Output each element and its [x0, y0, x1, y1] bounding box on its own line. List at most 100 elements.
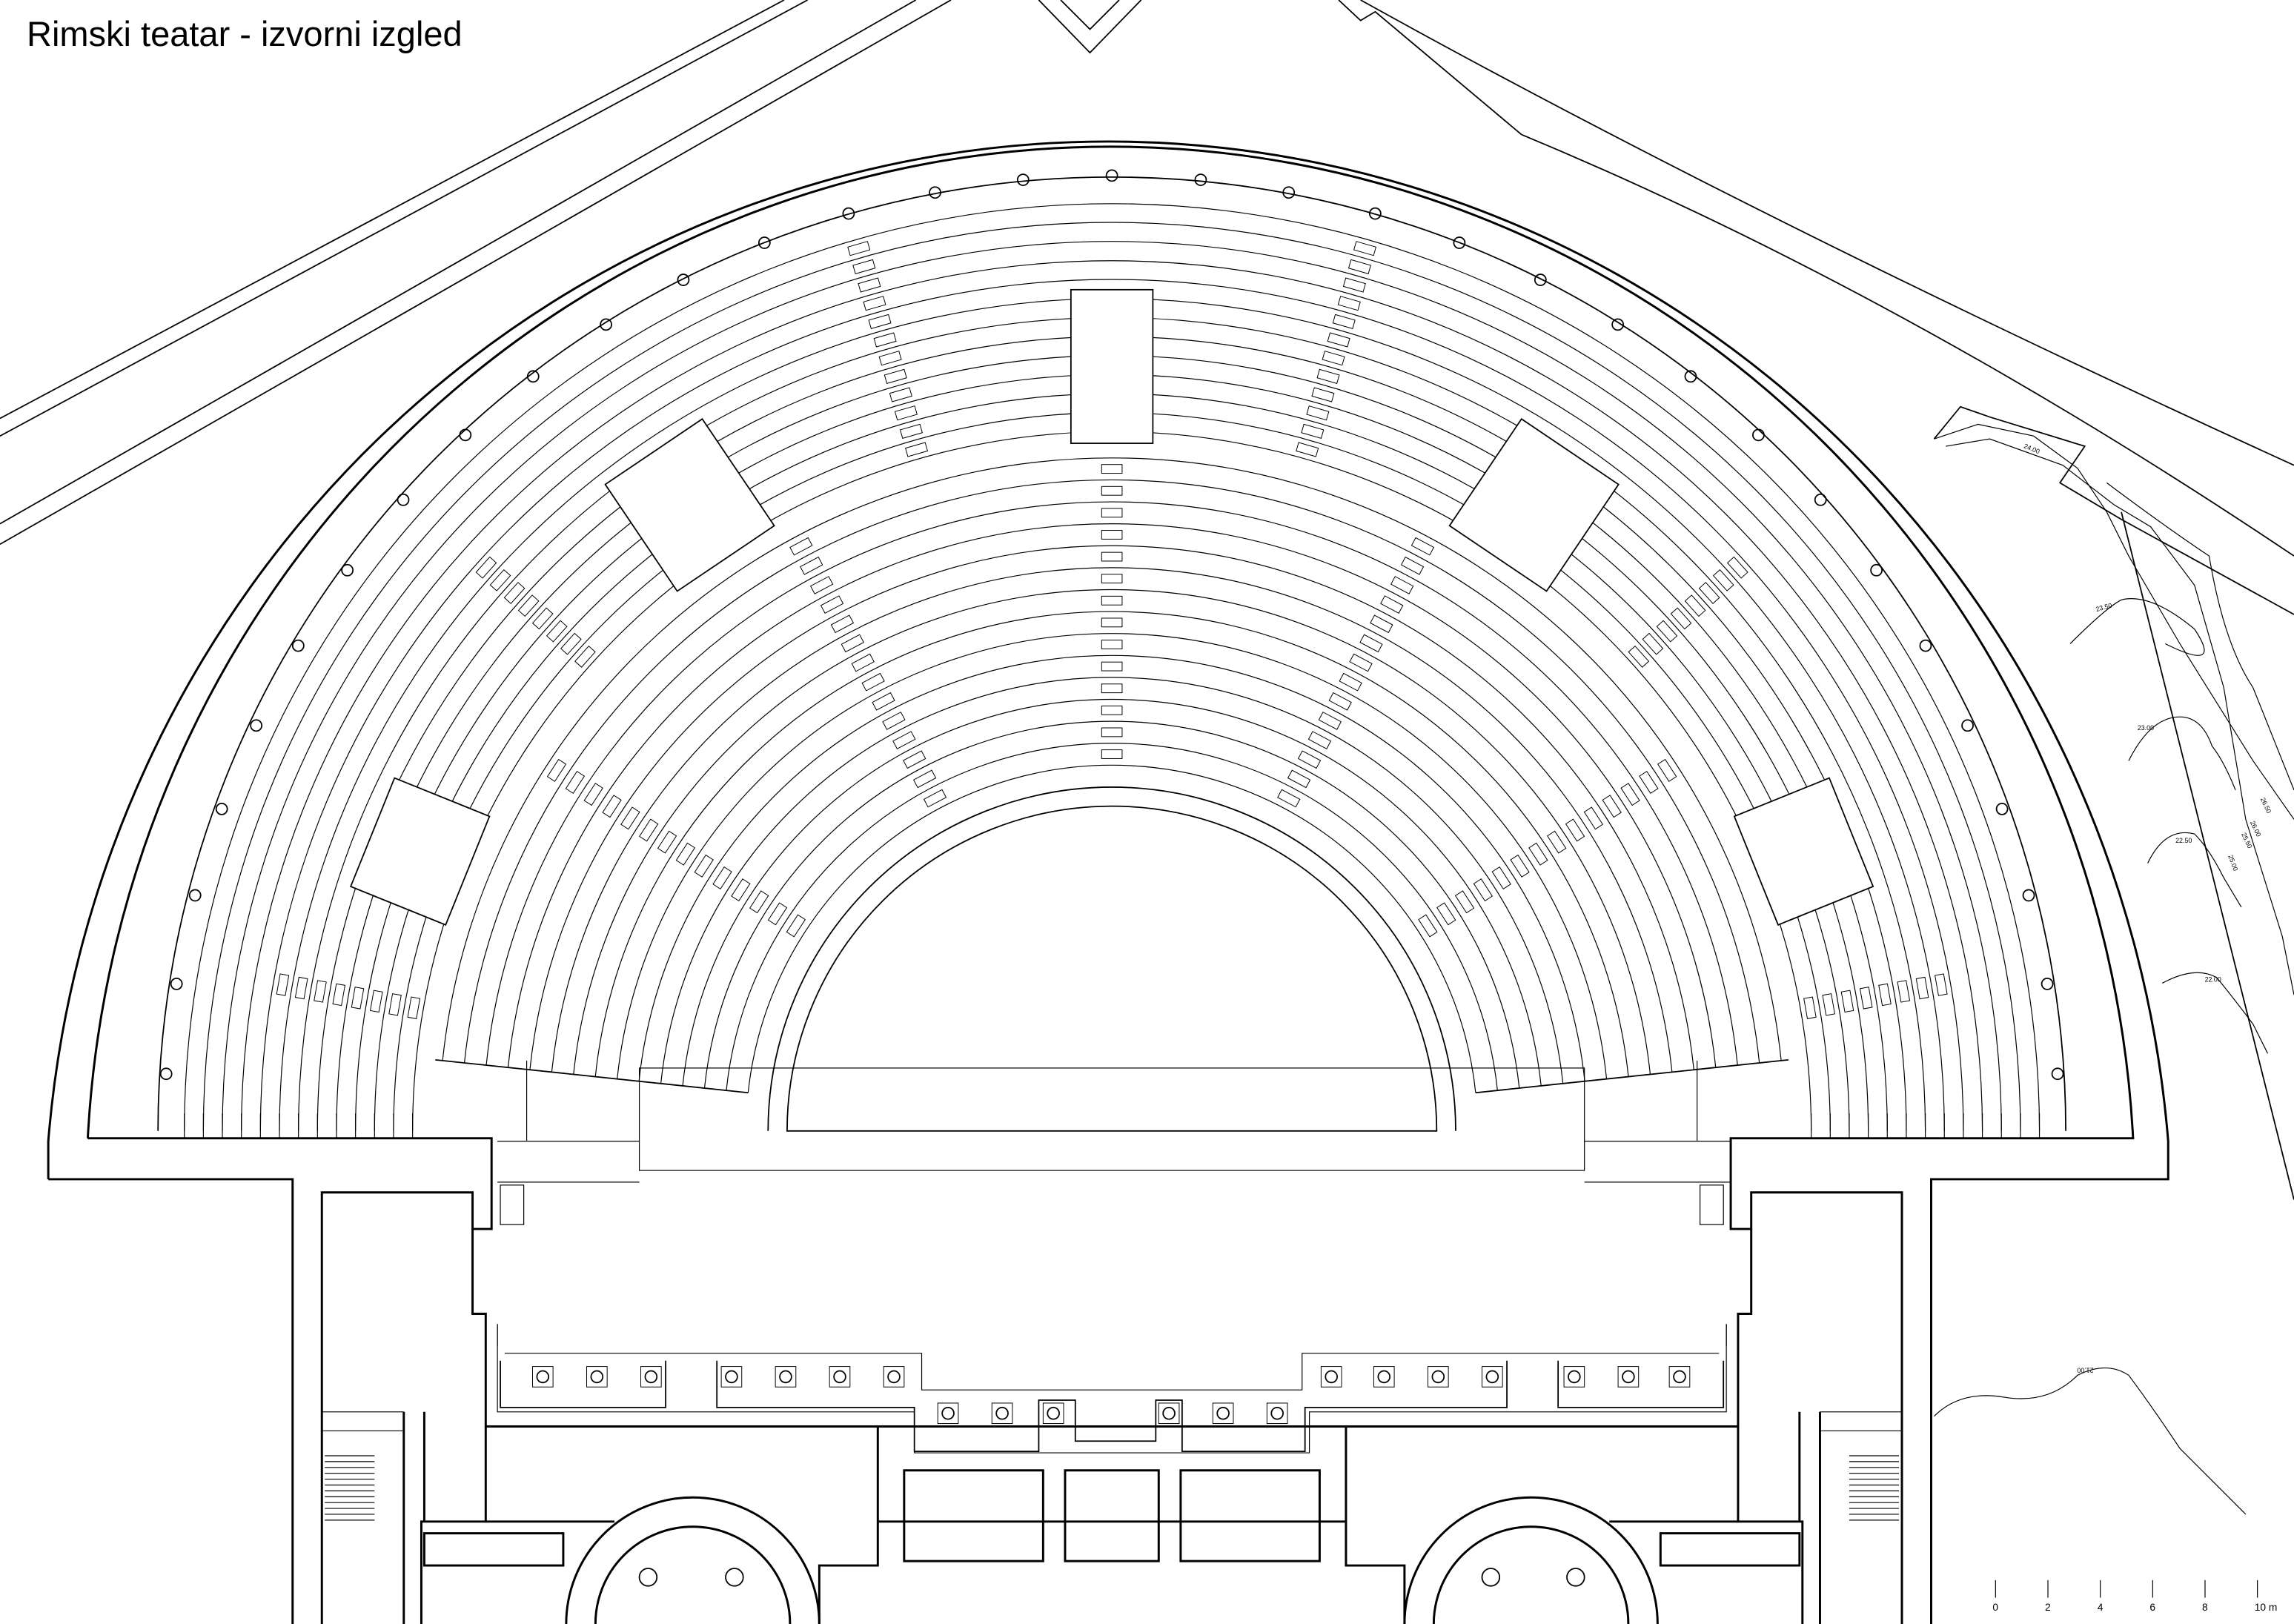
stair-step	[1347, 259, 1371, 274]
column-circle	[2041, 978, 2054, 990]
vomitorium	[1448, 418, 1620, 592]
stair-step-block	[1370, 614, 1393, 634]
stair-step-block	[712, 866, 732, 889]
column	[1622, 1370, 1635, 1384]
column-circle	[170, 978, 183, 990]
stair-step	[1301, 423, 1325, 439]
stair-step	[1101, 595, 1123, 606]
stair-step	[560, 632, 582, 655]
stair-step	[1322, 351, 1345, 366]
stair-step-block	[1583, 806, 1604, 830]
stair-step	[731, 878, 751, 902]
stair-step	[861, 672, 885, 692]
column-base	[775, 1366, 797, 1388]
stair-step-block	[1307, 731, 1332, 749]
stair-step	[863, 296, 886, 311]
stair-step-block	[1359, 634, 1383, 653]
stair-step	[675, 842, 696, 866]
terrain-contours: 24.00 23.50 23.00 22.50 22.00 25.00 25.5…	[1933, 405, 2294, 1515]
outer-wall	[47, 140, 2169, 1624]
contour-label: 22.00	[2205, 975, 2221, 983]
stair-step-block	[1602, 795, 1622, 818]
scale-label: 6	[2149, 1601, 2155, 1613]
stair-step	[332, 983, 346, 1007]
stair-step-block	[731, 878, 751, 902]
stair-step	[1400, 556, 1425, 575]
column	[590, 1370, 604, 1384]
stair-step-block	[1528, 842, 1548, 866]
stair-step-block	[1639, 770, 1659, 794]
stair-step	[1339, 672, 1362, 692]
stage-pulpitum	[638, 1067, 1585, 1171]
column-circle	[526, 370, 540, 383]
stair-step	[1657, 758, 1677, 782]
stair-step-block	[276, 973, 290, 996]
contour-label: 25.50	[2240, 832, 2253, 849]
seat-row-lower	[463, 479, 1760, 1064]
stair-step-block	[1101, 705, 1123, 715]
stair-step	[503, 582, 526, 604]
column-circle	[1684, 370, 1697, 383]
column-circle	[1534, 274, 1547, 286]
stair-step-block	[903, 750, 926, 769]
stair-step	[905, 442, 929, 457]
stair-step-block	[517, 594, 540, 617]
stair-step	[1473, 878, 1494, 902]
stair-step-block	[767, 902, 788, 926]
stair-step-block	[1712, 569, 1734, 591]
stair-step	[1311, 387, 1335, 402]
column	[1431, 1370, 1445, 1384]
stair-step	[1822, 993, 1836, 1016]
stair-step	[639, 818, 659, 842]
column-base	[640, 1366, 662, 1388]
column-circle	[459, 428, 472, 442]
stair-step-block	[892, 731, 916, 749]
stair-step-block	[407, 996, 421, 1019]
stair-step	[1277, 789, 1301, 808]
seat-row-upper	[259, 279, 1964, 1131]
contour-label: 22.50	[2175, 837, 2192, 844]
stair-step-block	[1390, 576, 1414, 594]
stair-step-block	[1454, 890, 1475, 914]
stair-step	[1337, 296, 1361, 311]
stair-step	[1935, 973, 1948, 996]
vomitorium	[349, 777, 491, 926]
stair-step	[841, 634, 864, 653]
column-base	[1320, 1366, 1342, 1388]
stair-step	[809, 576, 834, 594]
stair-step-block	[1935, 973, 1948, 996]
stair-step-block	[851, 653, 875, 672]
stair-step	[847, 241, 871, 256]
stair-step	[1101, 551, 1123, 562]
stair-step	[407, 996, 421, 1019]
column	[1566, 1568, 1585, 1587]
stair-step	[1602, 795, 1622, 818]
stair-step	[1840, 990, 1854, 1013]
stair-step	[546, 758, 567, 782]
stair-step	[1642, 632, 1664, 655]
column	[1162, 1406, 1176, 1420]
column-circle	[2051, 1067, 2064, 1081]
stair-step	[565, 770, 586, 794]
stair-step-block	[1316, 368, 1340, 384]
stair-step-block	[847, 241, 871, 256]
stair-step	[1698, 582, 1720, 604]
stair-step-block	[1400, 556, 1425, 575]
stair-step-block	[923, 789, 947, 808]
stair-step	[1316, 368, 1340, 384]
stair-step	[873, 332, 897, 348]
stair-step	[1620, 783, 1640, 806]
stair-step-block	[873, 332, 897, 348]
column	[644, 1370, 658, 1384]
seat-row-lower	[726, 743, 1498, 1091]
stair-step	[1565, 818, 1585, 842]
column-base	[1042, 1402, 1064, 1425]
stair-step-block	[531, 607, 554, 630]
column-circle	[1194, 173, 1207, 186]
stair-step-block	[863, 296, 886, 311]
stair-step-block	[1473, 878, 1494, 902]
stair-step	[1454, 890, 1475, 914]
stair-step-block	[1915, 976, 1929, 1000]
stair-step	[1878, 983, 1892, 1007]
